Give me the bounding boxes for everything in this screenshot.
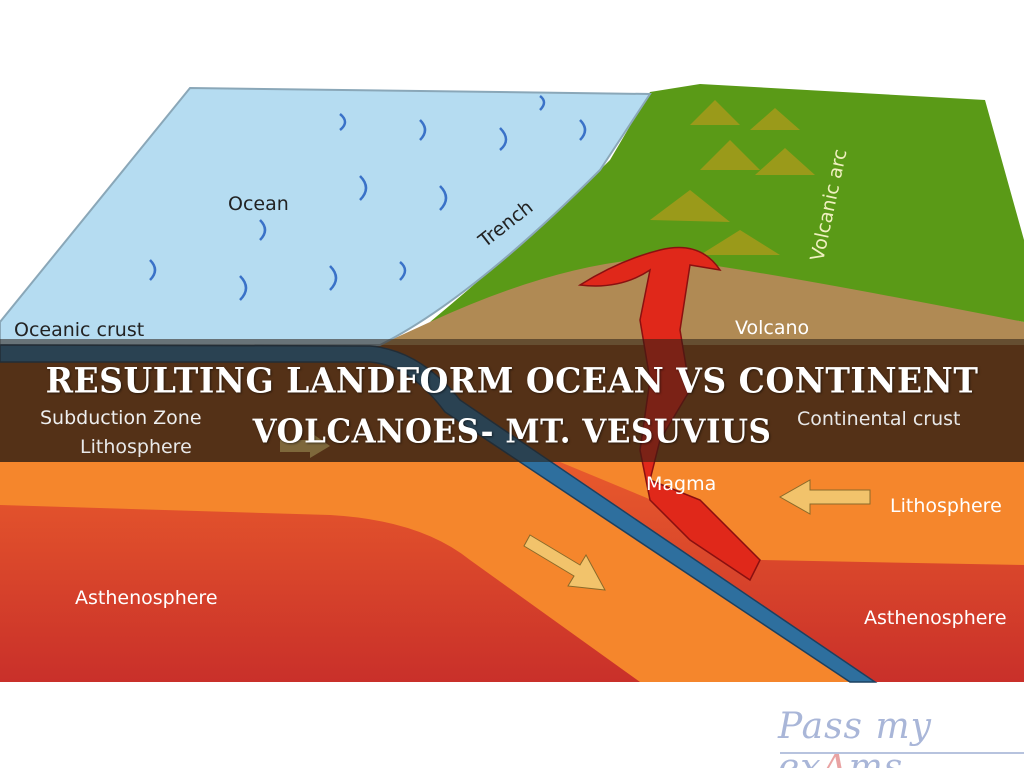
- volcanic-arc-hills: [650, 100, 815, 255]
- land-surface: [430, 84, 1024, 322]
- arrow-down-right-icon: [523, 534, 606, 591]
- label-volcano: Volcano: [735, 317, 809, 339]
- label-subduction-zone: Subduction Zone: [40, 407, 202, 429]
- label-continental-crust: Continental crust: [797, 408, 961, 430]
- oceanic-lithosphere: [0, 462, 860, 682]
- label-lithosphere-left: Lithosphere: [80, 436, 192, 458]
- title-overlay-band: [0, 339, 1024, 462]
- label-asthenosphere-right: Asthenosphere: [864, 607, 1007, 629]
- label-lithosphere-right: Lithosphere: [890, 495, 1002, 517]
- continental-lithosphere: [560, 462, 1024, 565]
- label-trench: Trench: [474, 196, 538, 252]
- label-magma: Magma: [646, 473, 716, 495]
- slide-subtitle: VOLCANOES- MT. VESUVIUS: [252, 413, 772, 451]
- ocean-waves: [149, 95, 587, 301]
- label-oceanic-crust: Oceanic crust: [14, 319, 144, 341]
- label-ocean: Ocean: [228, 193, 289, 215]
- label-volcanic-arc: Volcanic arc: [806, 147, 851, 263]
- arrow-left-icon: [778, 479, 871, 515]
- logo-text-start: Pass my ex: [778, 706, 932, 768]
- logo-underline: [780, 752, 1024, 754]
- slide-title: RESULTING LANDFORM OCEAN VS CONTINENT: [45, 360, 979, 401]
- label-asthenosphere-left: Asthenosphere: [75, 587, 218, 609]
